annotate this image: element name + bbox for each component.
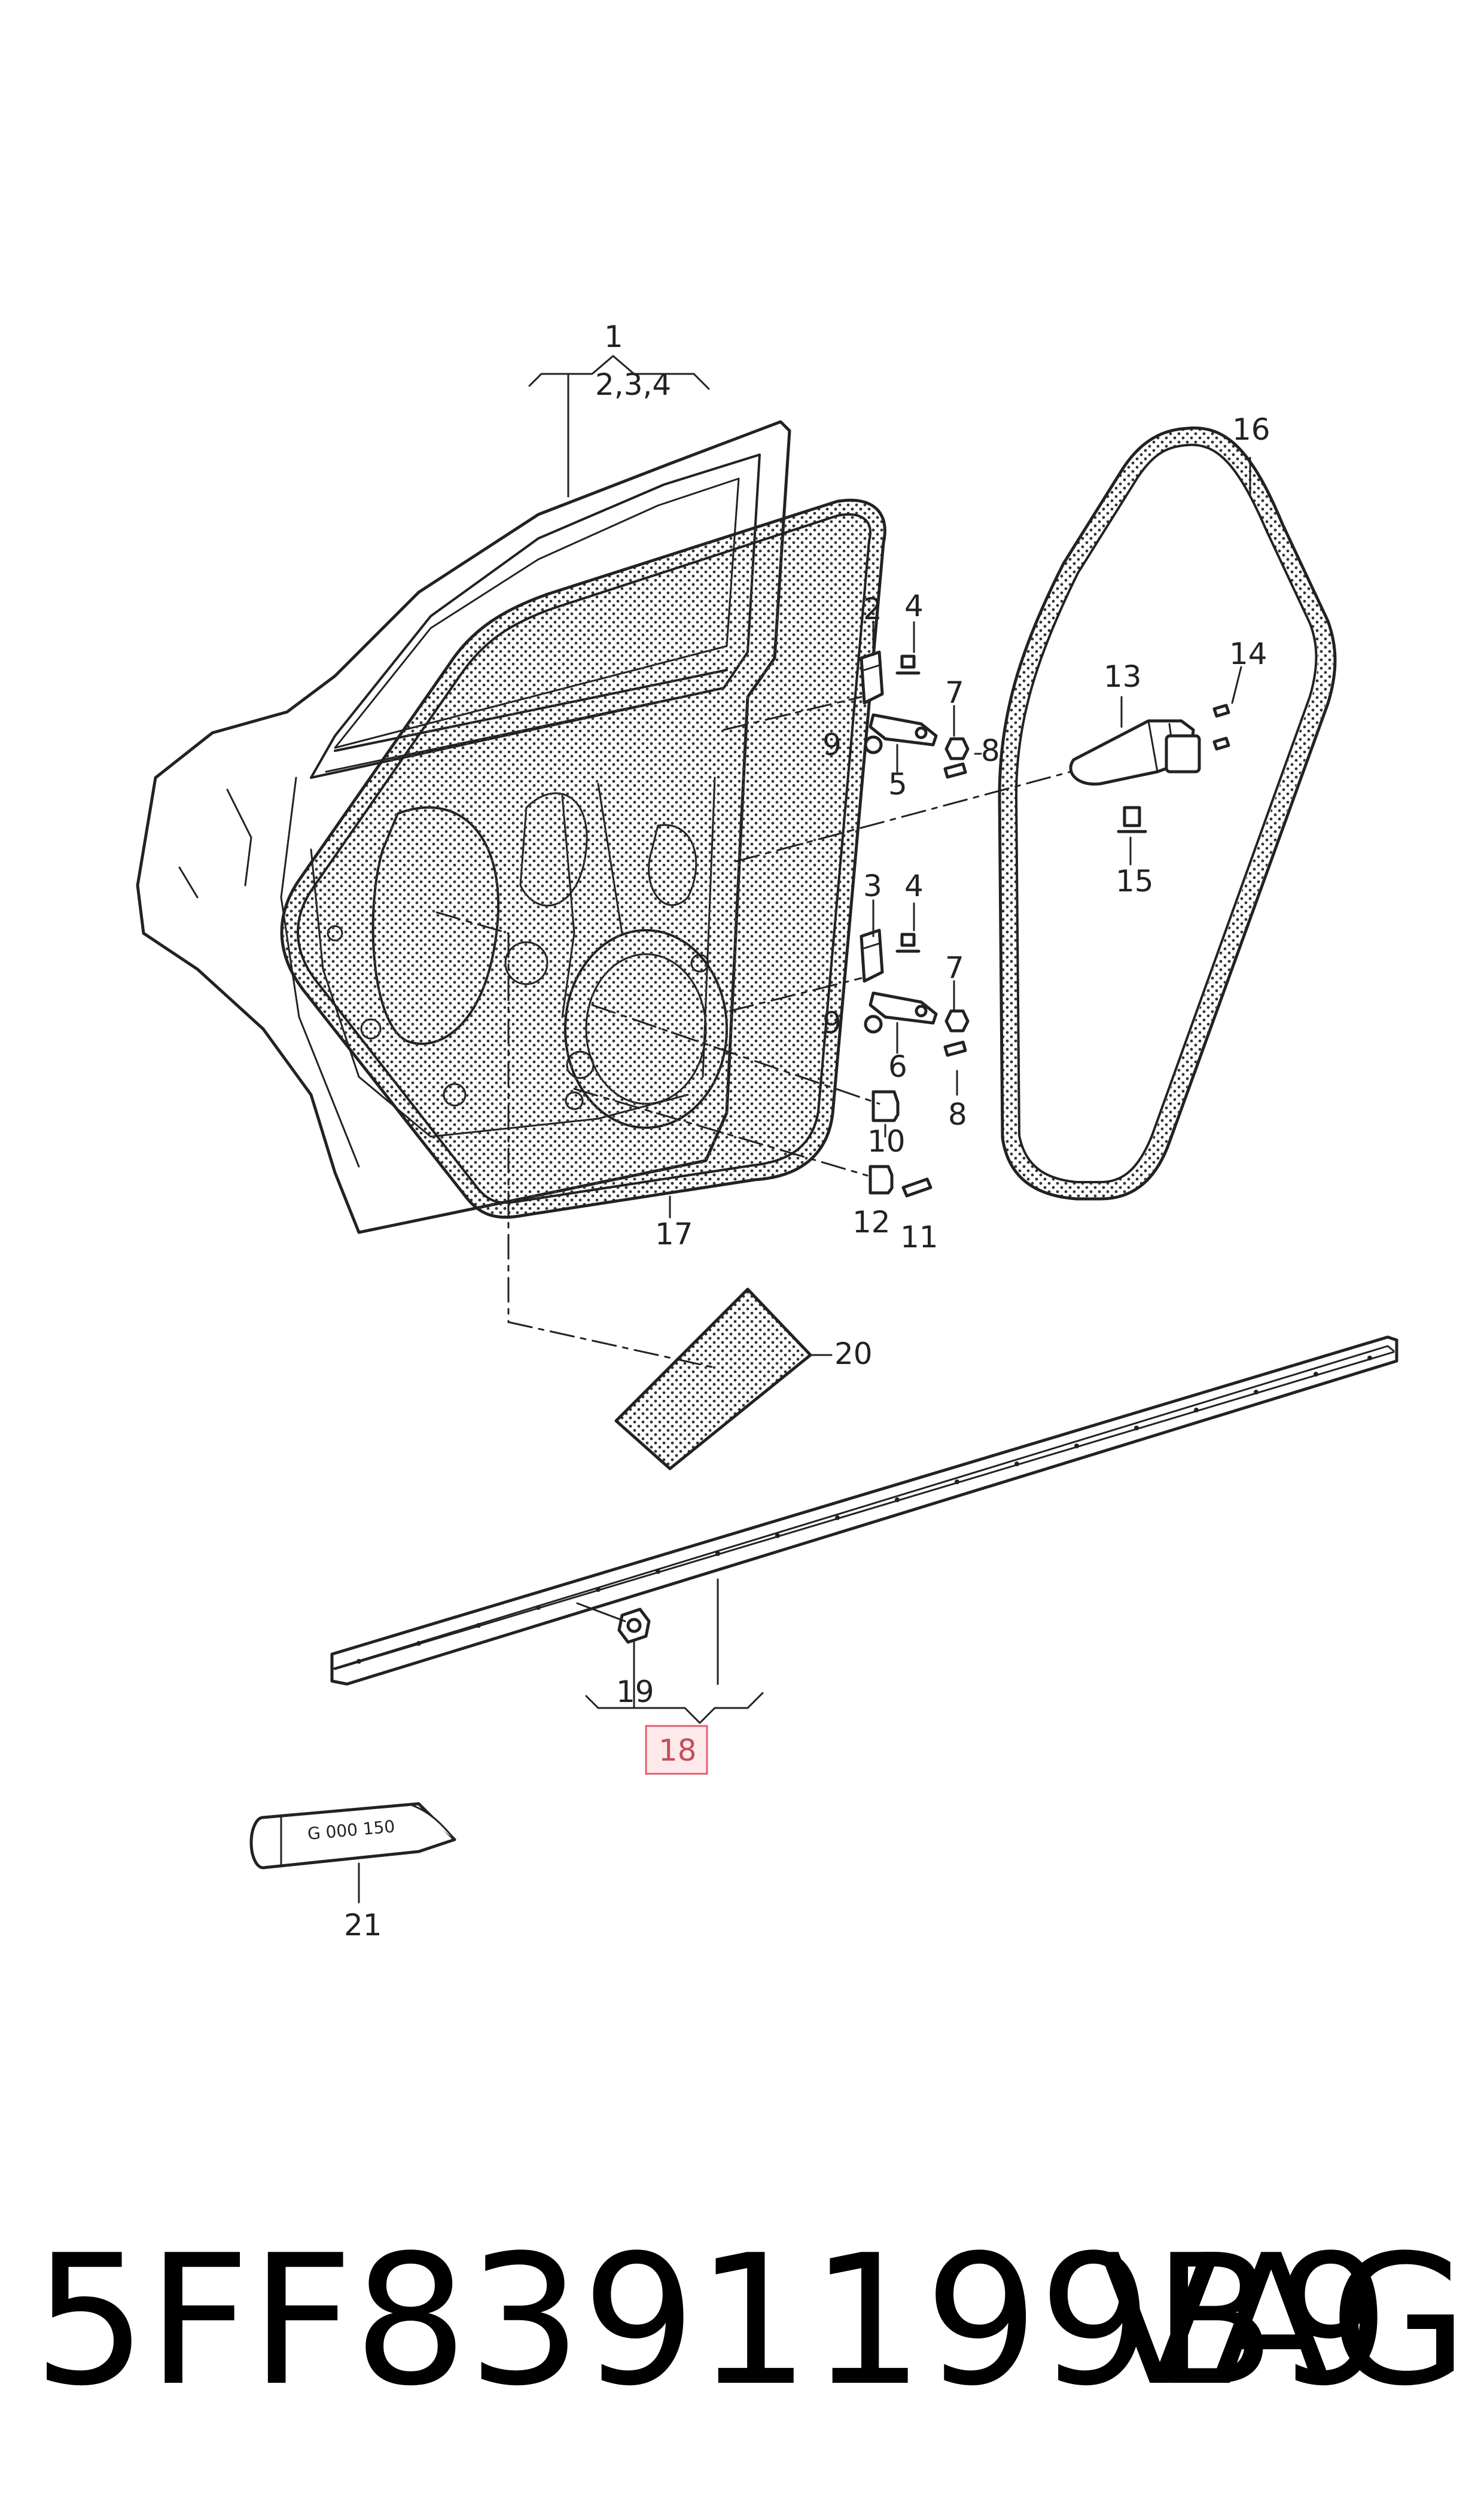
- callout-9a: 9: [822, 727, 842, 762]
- door-check-strap: [1069, 719, 1201, 786]
- leader-lines: [435, 696, 1072, 1368]
- callout-10: 10: [867, 1124, 906, 1159]
- callout-14: 14: [1229, 637, 1267, 671]
- footer: 5FF8391199B9 VAG: [33, 2202, 1468, 2441]
- callout-4a: 4: [904, 589, 924, 623]
- callout-4b: 4: [904, 869, 924, 903]
- callout-numbers: 1 2,3,4 2 4 7 9 8 5 13 14 15 16 3 4 7 9 …: [344, 319, 1270, 1942]
- callout-13: 13: [1104, 659, 1142, 694]
- callout-1: 1: [604, 319, 623, 354]
- callout-17: 17: [655, 1217, 693, 1252]
- callout-7b: 7: [945, 951, 964, 985]
- callout-6: 6: [888, 1049, 907, 1084]
- callout-8a: 8: [981, 733, 1000, 768]
- callout-18: 18: [659, 1733, 697, 1768]
- callout-19: 19: [616, 1674, 654, 1709]
- sill-trim: [330, 1335, 1398, 1686]
- callout-7a: 7: [945, 675, 964, 710]
- callout-21: 21: [344, 1908, 382, 1942]
- brand-name: VAG: [1098, 2216, 1468, 2425]
- lower-hinge: [860, 928, 938, 1025]
- part-number: 5FF8391199B9: [33, 2216, 1390, 2425]
- callout-12: 12: [852, 1205, 891, 1240]
- callout-11: 11: [900, 1220, 938, 1255]
- body-seal: [998, 426, 1337, 1201]
- damping-pad: [614, 1287, 812, 1470]
- trim-clip: [617, 1607, 651, 1644]
- highlight-box-18: [645, 1725, 708, 1775]
- callout-15: 15: [1116, 864, 1154, 899]
- fasteners: [864, 654, 1230, 1198]
- callout-8b: 8: [948, 1097, 967, 1132]
- upper-hinge: [860, 650, 938, 747]
- sealant-tube: [249, 1802, 456, 1870]
- callout-lines: [358, 355, 1251, 1904]
- sill-trim-holes: [356, 1356, 1372, 1664]
- callout-16: 16: [1232, 412, 1270, 447]
- callout-2: 2: [863, 592, 882, 626]
- door-seal: [280, 498, 886, 1219]
- callout-5: 5: [888, 767, 907, 802]
- callout-1-sub: 2,3,4: [595, 367, 671, 402]
- callout-3: 3: [863, 869, 882, 903]
- callout-20: 20: [834, 1336, 873, 1371]
- callout-9b: 9: [822, 1006, 842, 1040]
